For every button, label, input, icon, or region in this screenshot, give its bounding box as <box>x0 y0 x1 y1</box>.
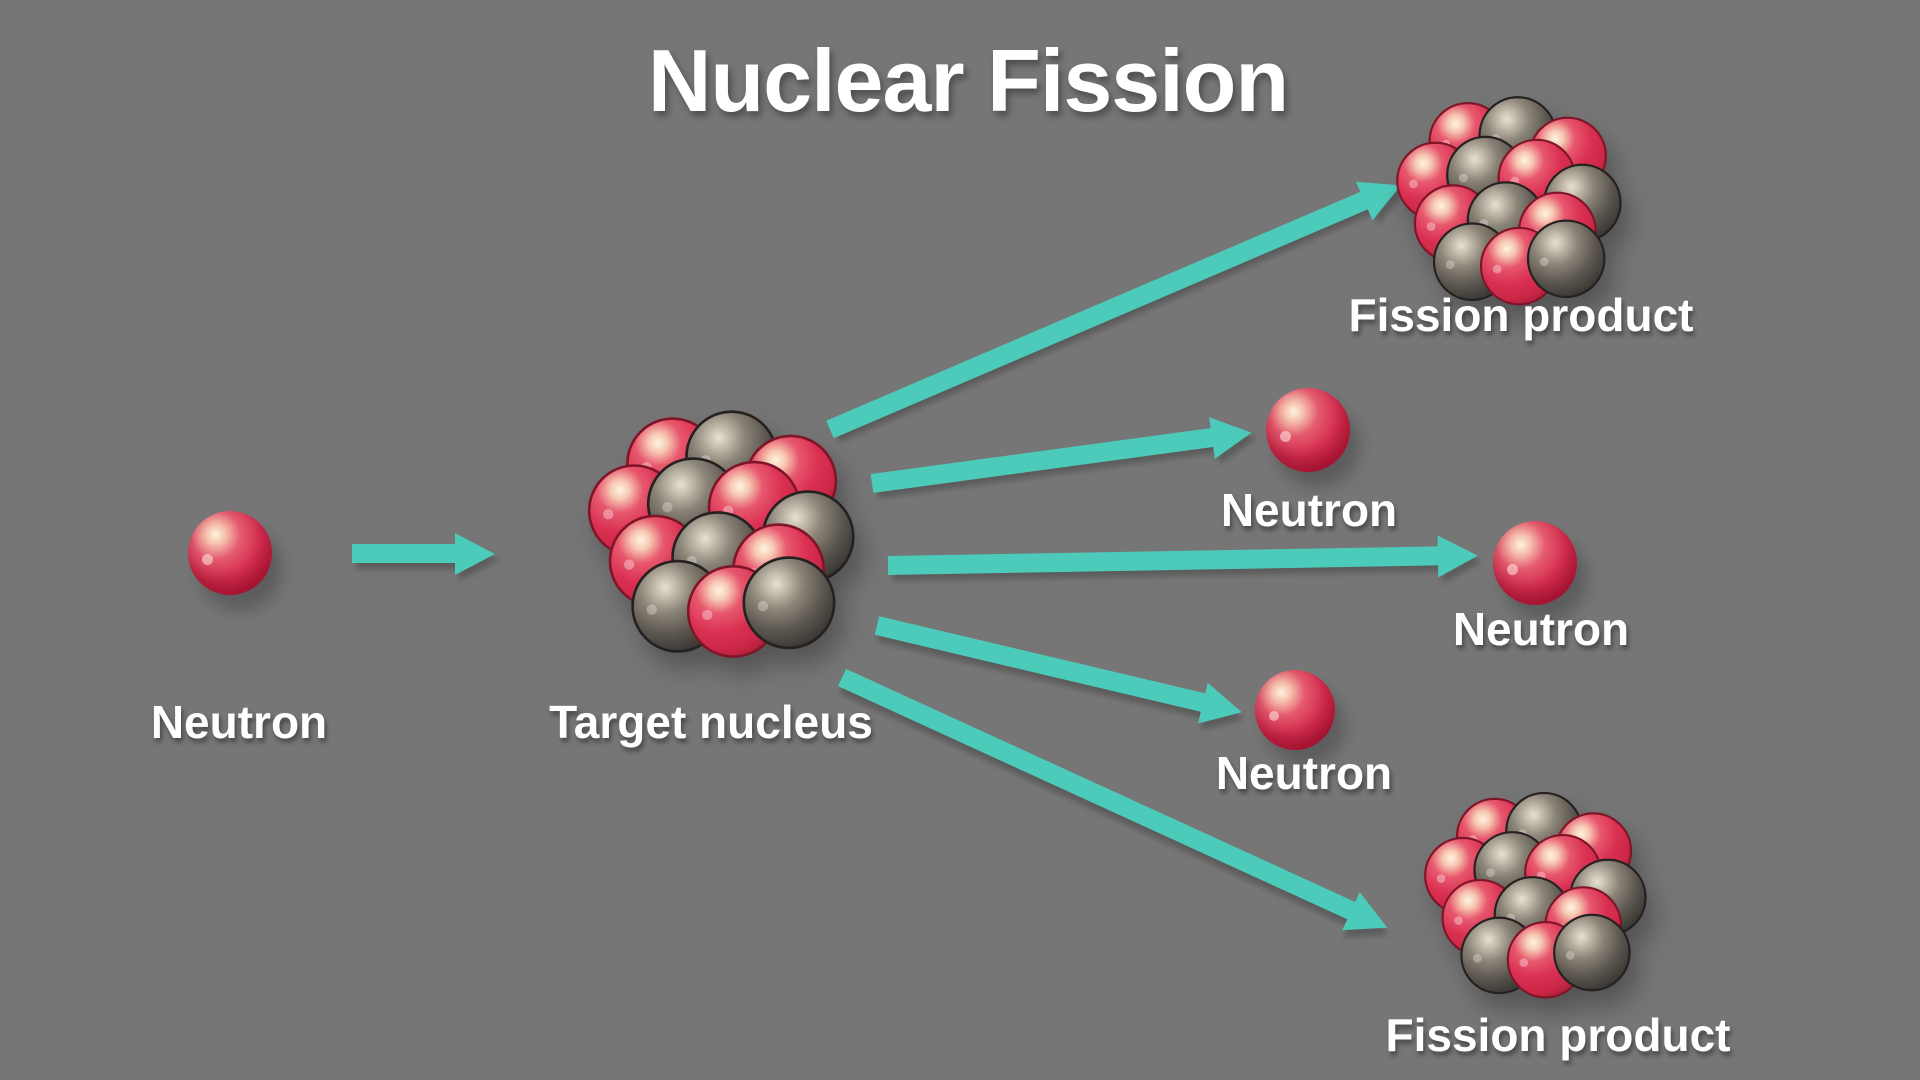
fission-product-bottom-label: Fission product <box>1385 1009 1731 1061</box>
arrow-to-neutron-right <box>887 546 1439 575</box>
nucleus-spheres-graphic <box>587 410 855 658</box>
fission-product-top-label: Fission product <box>1348 289 1694 341</box>
emitted-neutron-upper-label: Neutron <box>1220 484 1398 536</box>
target-nucleus-cluster <box>577 396 855 674</box>
nucleus-spheres-graphic <box>1396 96 1622 306</box>
target-nucleus-label: Target nucleus <box>549 696 873 748</box>
input-neutron-label: Neutron <box>150 696 328 748</box>
emitted-neutron-right-sphere <box>1493 521 1577 605</box>
arrow-to-neutron-upper <box>870 428 1214 493</box>
fission-product-bottom-cluster <box>1415 780 1647 1012</box>
nucleus-spheres-graphic <box>1424 791 1647 999</box>
emitted-neutron-lower-sphere <box>1255 670 1335 750</box>
input-neutron-sphere <box>188 511 272 595</box>
arrow-to-neutron-lower <box>874 616 1206 712</box>
fission-product-top-cluster <box>1387 84 1622 319</box>
diagram-title: Nuclear Fission <box>647 31 1289 130</box>
input-arrow <box>352 544 455 563</box>
emitted-neutron-upper-sphere <box>1266 388 1350 472</box>
emitted-neutron-lower-label: Neutron <box>1215 747 1393 799</box>
emitted-neutron-right-label: Neutron <box>1452 603 1630 655</box>
